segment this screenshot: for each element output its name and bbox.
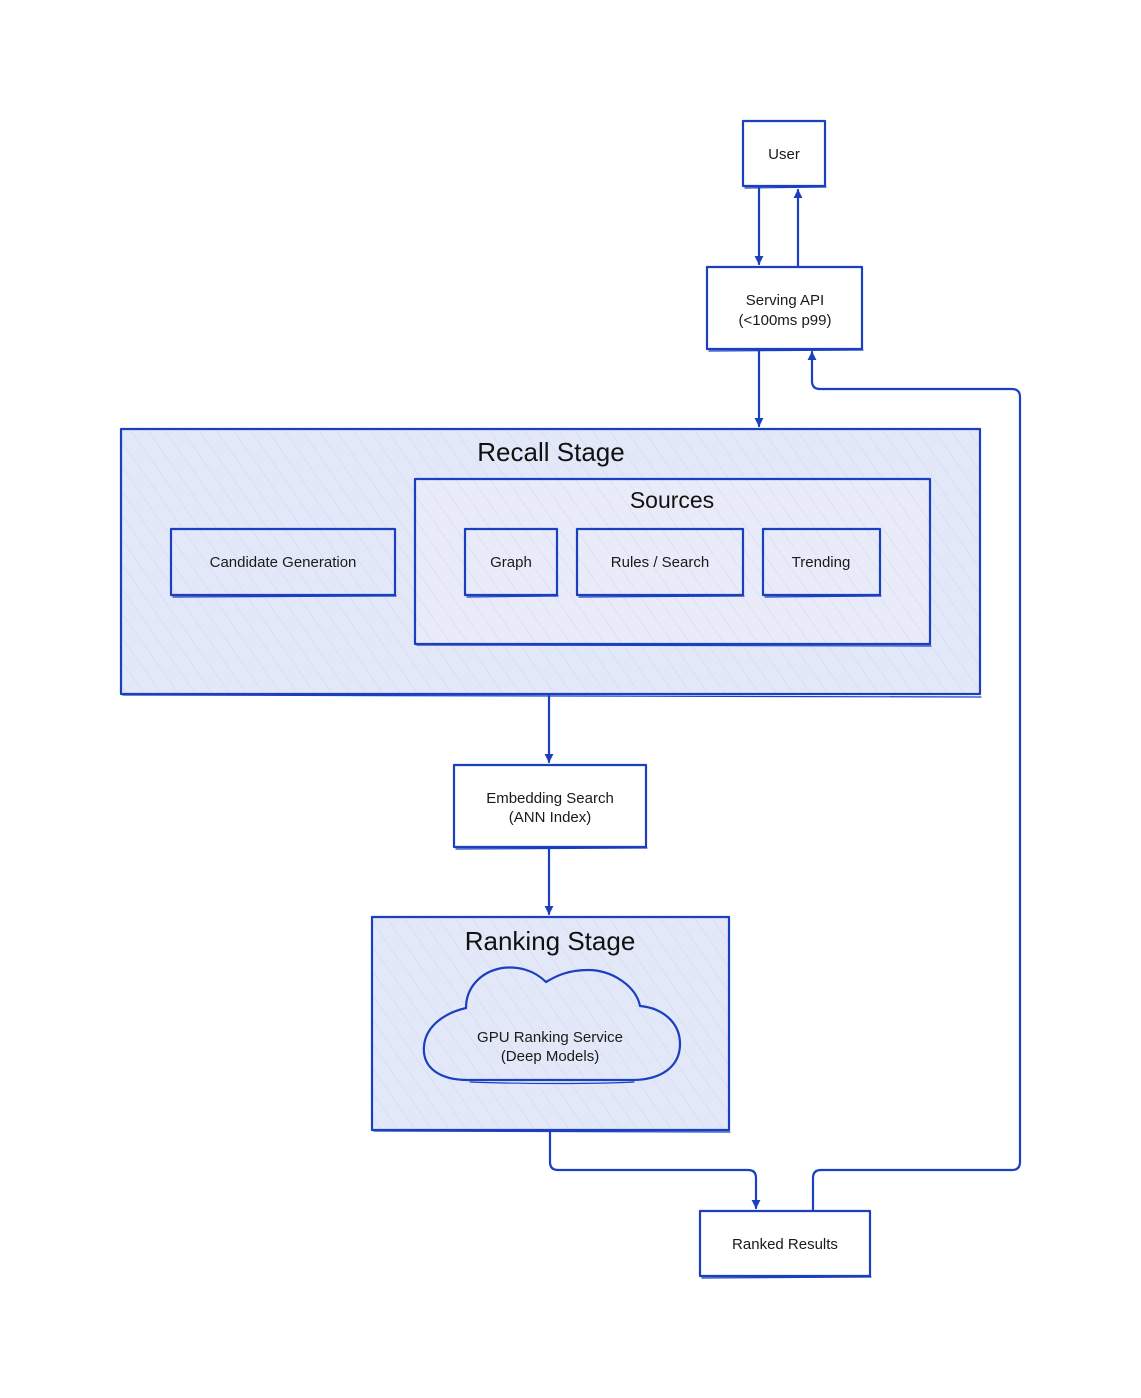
graph-label: Graph [490,554,532,571]
candidate-generation-node: Candidate Generation [169,527,397,598]
embedding-search-label-line2: (ANN Index) [509,809,592,826]
sources-title: Sources [630,487,714,513]
gpu-ranking-service-node: GPU Ranking Service (Deep Models) [422,966,682,1085]
cloud-shape [422,966,682,1082]
gpu-ranking-label-line2: (Deep Models) [501,1048,599,1065]
candidate-generation-label: Candidate Generation [210,554,357,571]
rules-search-label: Rules / Search [611,554,709,571]
serving-api-label-line1: Serving API [746,292,824,309]
trending-label: Trending [792,554,851,571]
graph-node: Graph [463,527,559,598]
user-node: User [741,119,827,189]
embedding-search-node: Embedding Search (ANN Index) [452,763,648,850]
rules-search-node: Rules / Search [575,527,745,598]
ranking-stage-title: Ranking Stage [465,926,636,956]
user-label: User [768,146,800,163]
recall-stage-title: Recall Stage [477,437,624,467]
serving-api-label-line2: (<100ms p99) [739,312,832,329]
trending-node: Trending [761,527,882,598]
embedding-search-label-line1: Embedding Search [486,790,614,807]
ranking-stage-cluster: Ranking Stage [370,915,731,1133]
edge-ranked-results-to-serving-api [807,350,1022,1212]
edge-ranking-stage-to-ranked-results [548,1130,761,1210]
serving-api-node: Serving API (<100ms p99) [705,265,864,352]
gpu-ranking-label-line1: GPU Ranking Service [477,1029,623,1046]
ranked-results-node: Ranked Results [698,1209,872,1279]
ranked-results-label: Ranked Results [732,1236,838,1253]
sources-cluster: Sources [413,477,932,647]
